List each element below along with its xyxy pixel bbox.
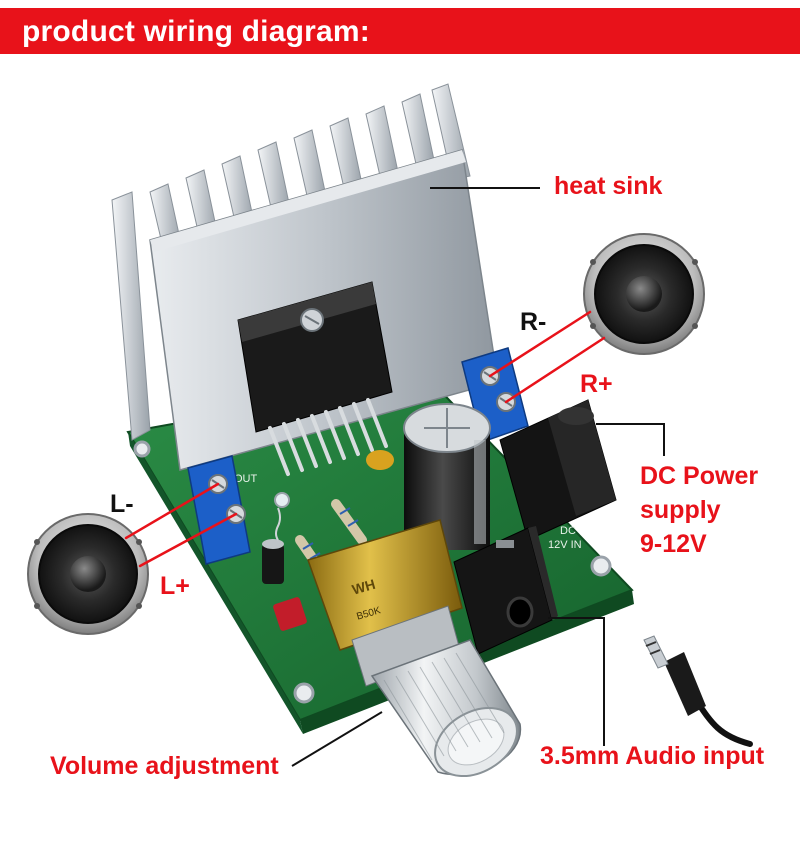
leader-audio-input	[548, 617, 605, 746]
amplifier-ic	[237, 281, 393, 476]
audio-input-jack	[453, 526, 558, 655]
leader-lines	[291, 187, 665, 767]
wire-r-plus	[504, 336, 606, 404]
label-r-plus: R+	[580, 370, 613, 398]
pcb-dc-text: DC	[560, 525, 576, 537]
leader-volume	[291, 711, 383, 767]
title-banner: product wiring diagram:	[0, 8, 800, 54]
label-dc-power-line3: 9-12V	[640, 530, 707, 558]
left-speaker-icon	[27, 513, 149, 635]
label-audio-input: 3.5mm Audio input	[540, 742, 765, 770]
page-title: product wiring diagram:	[22, 15, 370, 48]
label-heat-sink: heat sink	[554, 172, 663, 200]
volume-potentiometer: WH B50K	[307, 519, 522, 778]
label-dc-power-line2: supply	[640, 496, 721, 524]
pcb-out-text: OUT	[234, 473, 258, 485]
label-r-minus: R-	[520, 308, 547, 336]
wire-r-minus	[488, 310, 592, 378]
leader-dc-power	[596, 423, 665, 456]
electrolytic-capacitor	[403, 403, 491, 550]
label-dc-power-line1: DC Power	[640, 462, 759, 490]
right-speaker-icon	[583, 233, 705, 355]
left-speaker-terminal	[187, 455, 251, 565]
wire-l-minus	[124, 482, 220, 540]
label-volume-adjustment: Volume adjustment	[50, 752, 279, 780]
pot-brand-text: WH	[350, 576, 377, 598]
speaker-wires	[124, 310, 606, 568]
pcb-12v-in-text: 12V IN	[548, 539, 582, 551]
audio-plug-icon	[643, 635, 753, 747]
dc-power-jack	[499, 399, 617, 541]
label-l-plus: L+	[160, 572, 190, 600]
wire-l-plus	[138, 512, 238, 568]
label-l-minus: L-	[110, 490, 134, 518]
